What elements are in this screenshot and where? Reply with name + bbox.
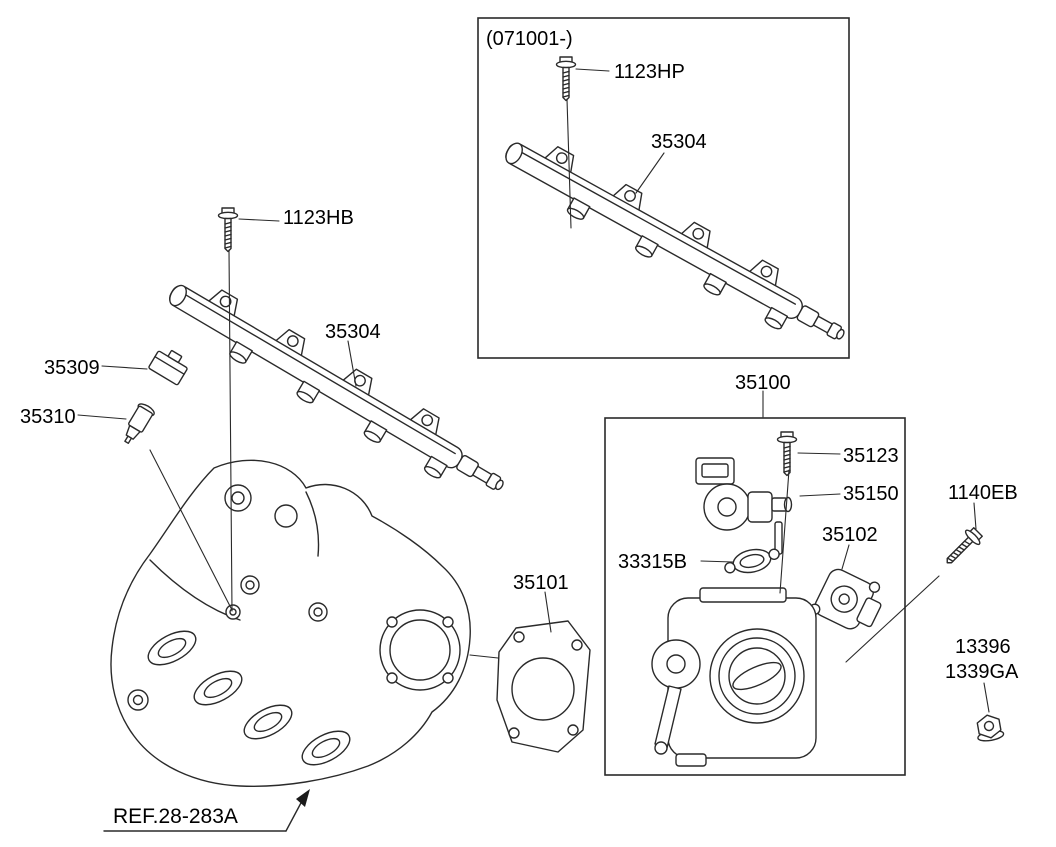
label-35123: 35123	[843, 445, 899, 467]
label-ref: REF.28-283A	[113, 805, 238, 828]
leader-lines	[77, 68, 990, 713]
inset-date-code: (071001-)	[486, 28, 573, 50]
bolt-1140eb-icon	[939, 524, 986, 571]
gasket-33315b-icon	[724, 548, 780, 574]
label-35304: 35304	[325, 321, 381, 343]
fuel-rail-inset	[494, 125, 857, 360]
label-35100: 35100	[735, 372, 791, 394]
arrowhead-icon	[296, 789, 310, 807]
intake-manifold	[110, 459, 471, 787]
label-1123hb: 1123HB	[283, 207, 354, 229]
iac-valve-35150-icon	[695, 457, 793, 555]
inset-box	[477, 17, 850, 359]
ref-arrow	[103, 789, 310, 832]
label-35304-inset: 35304	[651, 131, 707, 153]
bolt-1123hp-icon	[555, 56, 577, 102]
bolt-35123-icon	[776, 431, 798, 477]
bolt-1123hb-icon	[217, 207, 239, 253]
label-1123hp: 1123HP	[614, 61, 685, 83]
label-35150: 35150	[843, 483, 899, 505]
label-1339ga: 1339GA	[945, 661, 1019, 683]
tps-35102-icon	[809, 568, 882, 630]
flange-nut-icon	[976, 714, 1005, 742]
damper-35309-icon	[148, 350, 188, 386]
label-33315b: 33315B	[618, 551, 687, 573]
label-13396: 13396	[955, 636, 1011, 658]
label-1140eb: 1140EB	[948, 482, 1018, 504]
gasket-35101-icon	[496, 620, 591, 753]
label-35310: 35310	[20, 406, 76, 428]
throttle-body-icon	[651, 587, 817, 767]
throttle-assembly-box	[604, 417, 906, 776]
label-35102: 35102	[822, 524, 878, 546]
injector-35310-icon	[124, 403, 155, 445]
label-35101: 35101	[513, 572, 569, 594]
label-35309: 35309	[44, 357, 100, 379]
